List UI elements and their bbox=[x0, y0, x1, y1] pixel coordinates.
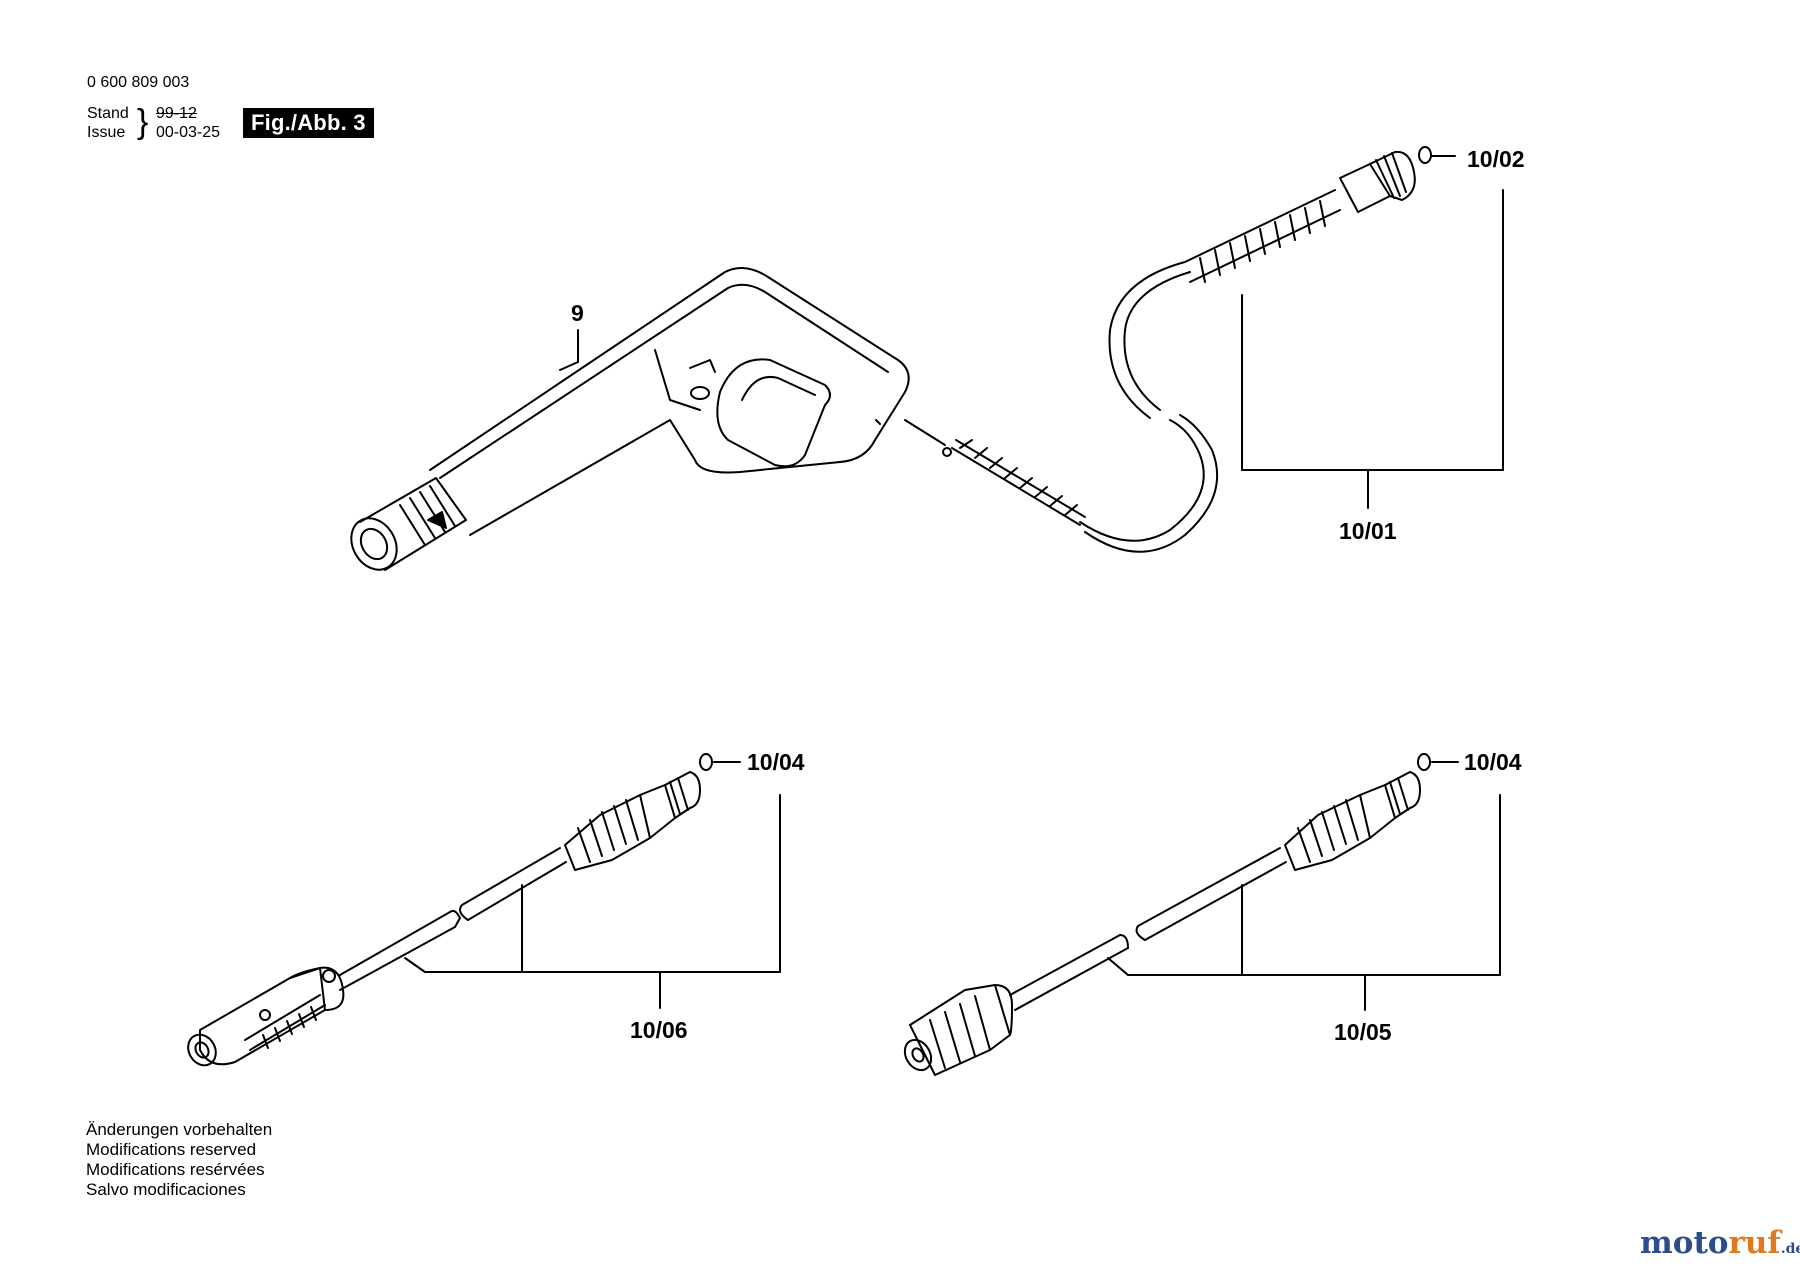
watermark-part1: moto bbox=[1640, 1225, 1729, 1261]
callout-gun: 9 bbox=[571, 300, 584, 326]
stand-label: Stand bbox=[87, 105, 129, 122]
lance-b-drawing bbox=[903, 753, 1459, 1076]
stand-date: 99-12 bbox=[156, 105, 197, 122]
callout-hose-seal: 10/02 bbox=[1467, 146, 1525, 172]
hose-drawing bbox=[904, 146, 1456, 553]
note-de: Änderungen vorbehalten bbox=[86, 1120, 273, 1139]
callout-lance-b: 10/05 bbox=[1334, 1019, 1392, 1045]
brace-glyph: } bbox=[137, 103, 149, 141]
spray-gun-drawing bbox=[350, 267, 910, 571]
note-es: Salvo modificaciones bbox=[86, 1180, 246, 1199]
watermark-suffix: .de bbox=[1780, 1241, 1800, 1257]
document-number: 0 600 809 003 bbox=[87, 74, 190, 91]
note-fr: Modifications resérvées bbox=[86, 1160, 265, 1179]
note-en: Modifications reserved bbox=[86, 1140, 257, 1159]
callout-lance-b-seal: 10/04 bbox=[1464, 749, 1522, 775]
lance-a-drawing bbox=[187, 753, 741, 1067]
issue-date: 00-03-25 bbox=[156, 124, 221, 141]
watermark-part2: ruf bbox=[1728, 1225, 1781, 1261]
callout-hose: 10/01 bbox=[1339, 518, 1397, 544]
figure-label: Fig./Abb. 3 bbox=[243, 108, 374, 138]
issue-label: Issue bbox=[87, 124, 126, 141]
callout-lance-a-seal: 10/04 bbox=[747, 749, 805, 775]
callout-lance-a: 10/06 bbox=[630, 1017, 688, 1043]
watermark-logo: motoruf.de bbox=[1640, 1225, 1800, 1261]
